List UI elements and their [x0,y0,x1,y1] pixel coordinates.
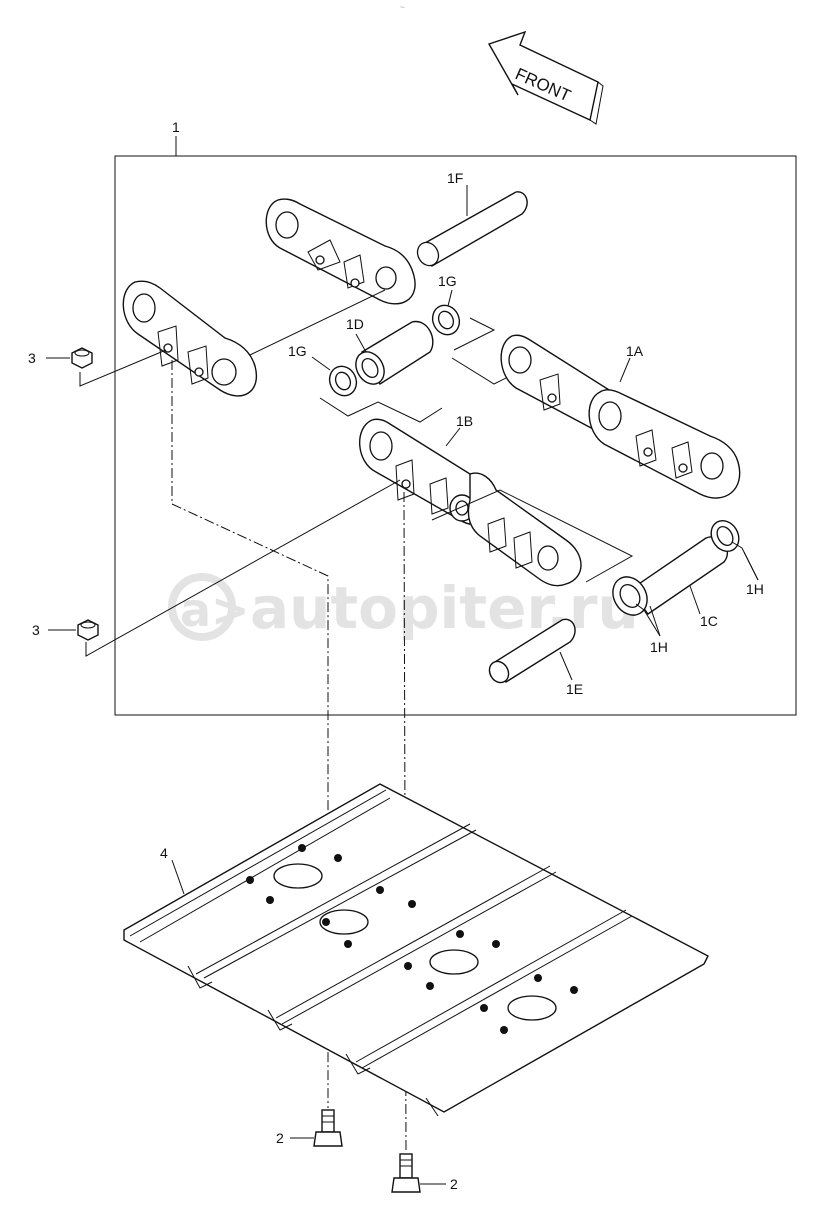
pin-1C [612,519,740,616]
track-link-1B [358,418,582,587]
nut-3-upper-icon [71,347,93,369]
callout-3-upper: 3 [28,350,36,366]
callout-1E: 1E [566,681,583,697]
callout-1A: 1A [626,343,644,359]
callout-2-right: 2 [450,1176,458,1192]
track-link-upper [265,198,416,305]
callout-1F: 1F [447,170,463,186]
bolt-2-left-icon [313,1109,343,1147]
front-direction-arrow-icon: FRONT [487,30,604,125]
callout-1G-top: 1G [438,273,457,289]
watermark: a> autopiter.ru [168,573,639,642]
callout-1G-left: 1G [288,343,307,359]
svg-text:a>: a> [180,583,250,637]
callout-1: 1 [172,119,180,135]
bolt-2-right-icon [391,1153,421,1193]
seal-1G-left [328,365,358,397]
pin-1F [416,191,528,268]
callout-1H-right: 1H [746,581,764,597]
seal-1G-top [431,304,461,336]
pin-1E [488,618,576,684]
bushing-1D [355,320,434,385]
track-link-1A [500,334,741,499]
watermark-text: autopiter.ru [250,574,639,642]
callout-3-lower: 3 [32,622,40,638]
callout-1H-bottom: 1H [650,639,668,655]
callout-1C: 1C [700,613,718,629]
track-link-left [122,280,258,397]
callout-1B: 1B [456,413,473,429]
nut-3-lower-icon [77,619,99,641]
autopiter-logo-icon: a> [168,573,250,641]
track-shoe-4 [123,783,709,1117]
top-mark: ~ [400,3,405,12]
callout-4: 4 [160,845,168,861]
callout-1D: 1D [346,316,364,332]
callout-2-left: 2 [276,1130,284,1146]
assembly-box [114,155,797,716]
